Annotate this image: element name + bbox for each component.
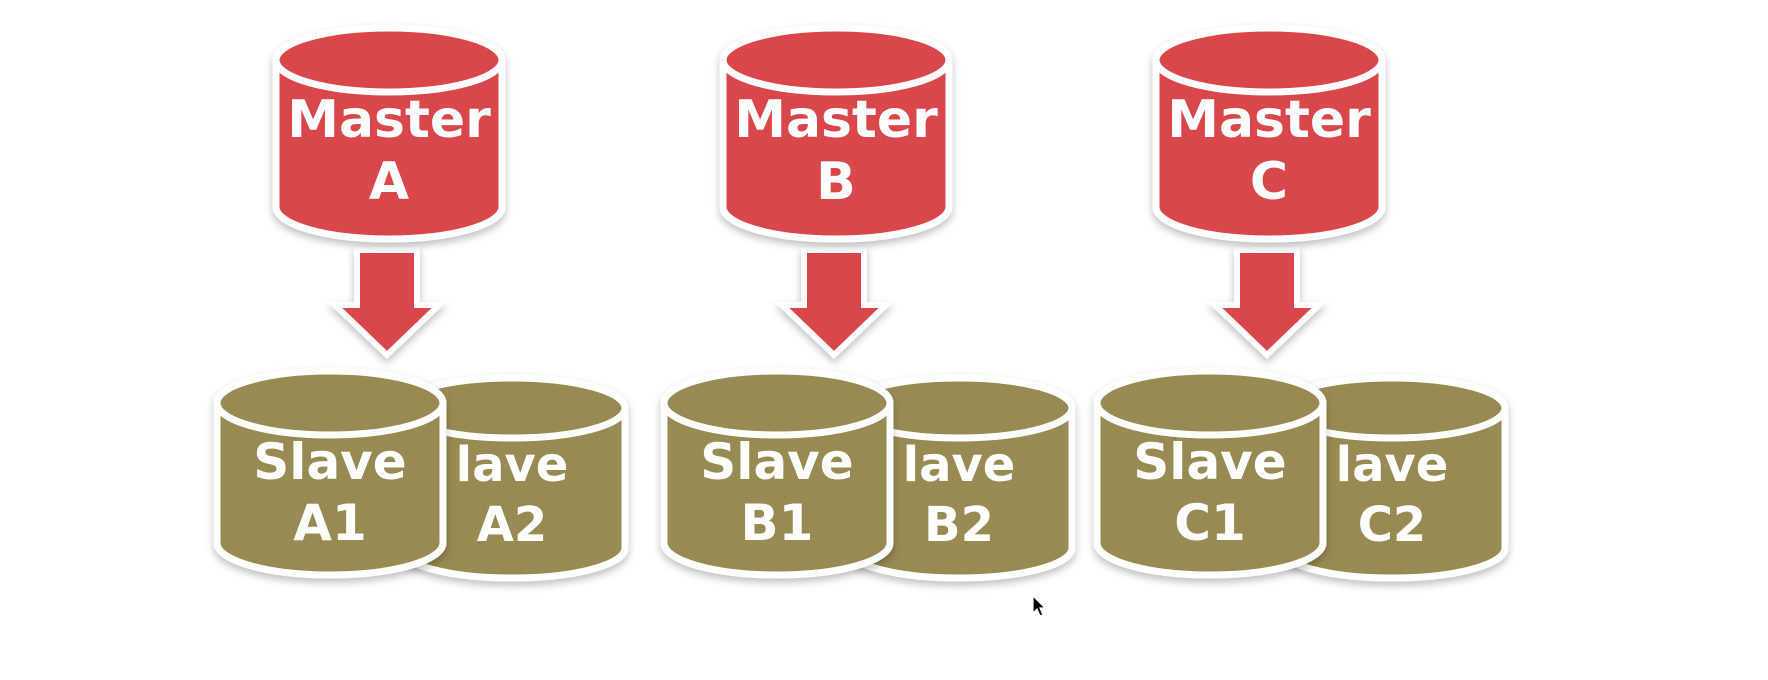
slave-front-3-label-line1: Slave <box>1133 433 1286 491</box>
slave-back-3-label-line2: C2 <box>1358 497 1427 553</box>
replication-arrow-2 <box>774 247 894 360</box>
slave-front-2-top <box>660 367 894 439</box>
master-3-label-line1: Master <box>1167 90 1371 150</box>
slave-back-3-label-line1: lave <box>1336 437 1449 493</box>
master-1-top <box>272 24 506 96</box>
master-2-label-line2: B <box>816 152 856 212</box>
master-3-top <box>1152 24 1386 96</box>
replication-arrow-3 <box>1207 247 1327 360</box>
slave-front-2-label-line2: B1 <box>741 494 814 552</box>
slave-back-2-label-line2: B2 <box>924 497 994 553</box>
slave-front-1-top <box>213 367 447 439</box>
slave-back-1-label-line2: A2 <box>477 497 548 553</box>
master-3-label-line2: C <box>1250 152 1288 212</box>
slave-front-1-label-line1: Slave <box>253 433 406 491</box>
master-1-label-line2: A <box>369 152 409 212</box>
groups-layer: laveA2SlaveA1MasterAlaveB2SlaveB1MasterB… <box>213 24 1509 582</box>
slave-front-3-top <box>1093 367 1327 439</box>
slave-front-2-label-line1: Slave <box>700 433 853 491</box>
master-1-label-line1: Master <box>287 90 491 150</box>
master-2-label-line1: Master <box>734 90 938 150</box>
mouse-pointer-icon <box>1032 594 1047 617</box>
slave-back-1-label-line1: lave <box>456 437 569 493</box>
replication-arrow-1 <box>327 247 447 360</box>
master-2-top <box>719 24 953 96</box>
slave-back-2-label-line1: lave <box>903 437 1016 493</box>
slave-front-1-label-line2: A1 <box>293 494 367 552</box>
slave-front-3-label-line2: C1 <box>1174 494 1245 552</box>
